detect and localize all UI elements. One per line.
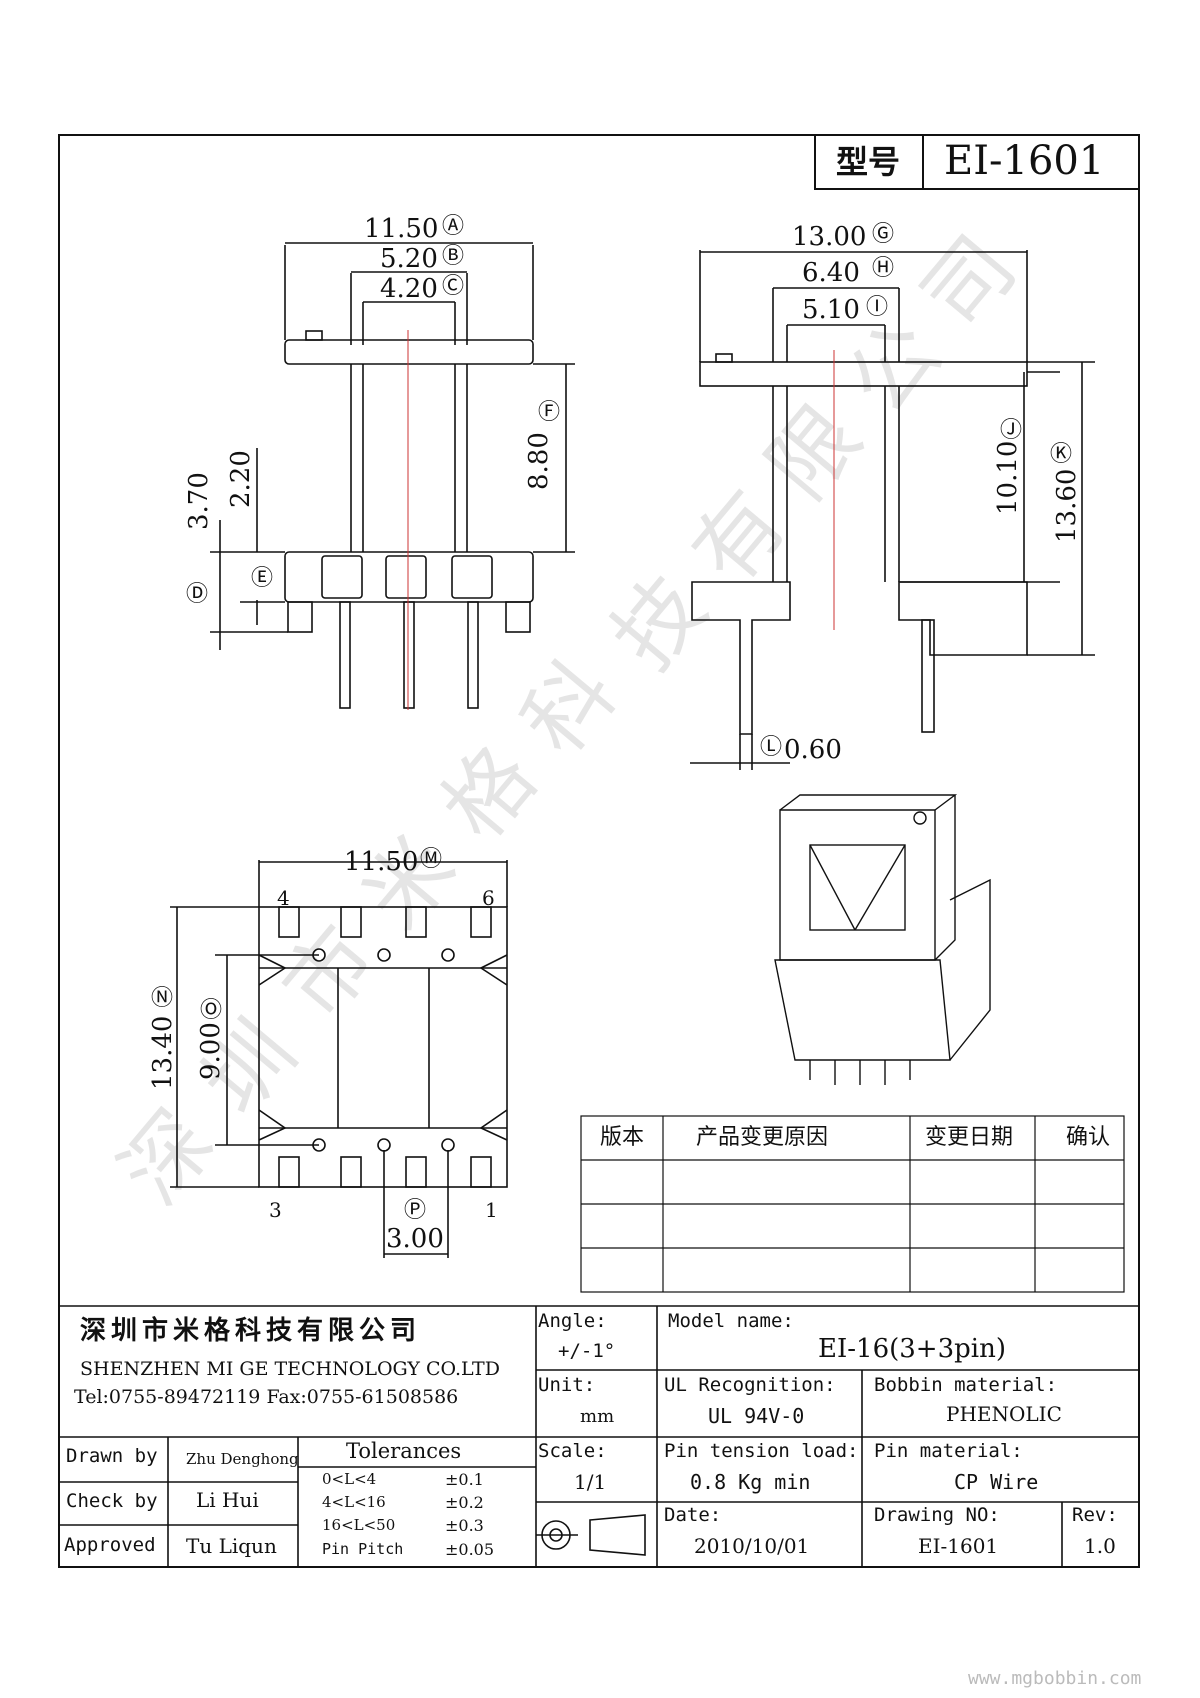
dim-C-value: 4.20	[380, 274, 438, 304]
dim-K-value: 13.60	[1052, 468, 1082, 543]
bottom-view	[170, 860, 508, 1258]
dim-E-letter: Ⓔ	[251, 566, 274, 591]
unit-value: mm	[580, 1406, 615, 1427]
dim-I-letter: Ⓘ	[866, 295, 889, 320]
dim-A-letter: Ⓐ	[442, 214, 465, 239]
side-view	[690, 250, 1095, 770]
rev-header-reason: 产品变更原因	[696, 1125, 829, 1150]
bobbin-material-value: PHENOLIC	[946, 1402, 1062, 1426]
model-name-label: Model name:	[668, 1310, 794, 1332]
pin-material-label: Pin material:	[874, 1440, 1023, 1462]
dim-B-value: 5.20	[380, 244, 438, 274]
drawing-frame	[58, 134, 1140, 1568]
dim-D-letter: Ⓓ	[186, 582, 209, 607]
rev-header-date: 变更日期	[925, 1125, 1014, 1150]
company-name-cn: 深圳市米格科技有限公司	[80, 1316, 422, 1346]
dim-G-value: 13.00	[792, 222, 867, 252]
ul-label: UL Recognition:	[664, 1374, 836, 1396]
dim-B-letter: Ⓑ	[442, 244, 465, 269]
date-value: 2010/10/01	[694, 1534, 810, 1558]
tolerance-range: 0<L<4	[322, 1470, 377, 1488]
revision-table-lines	[580, 1115, 1125, 1293]
approved-label: Approved	[64, 1534, 156, 1556]
dim-H-letter: Ⓗ	[872, 256, 895, 281]
tolerance-range: 4<L<16	[322, 1493, 386, 1511]
pin-material-value: CP Wire	[954, 1470, 1039, 1494]
dim-J-value: 10.10	[993, 440, 1023, 515]
check-by-value: Li Hui	[196, 1488, 259, 1512]
dim-P-value: 3.00	[386, 1224, 444, 1254]
check-by-label: Check by	[66, 1490, 158, 1512]
tolerances-title: Tolerances	[346, 1439, 462, 1463]
pin-3-label: 3	[269, 1198, 282, 1222]
dim-P-letter: Ⓟ	[404, 1198, 427, 1223]
rev-value: 1.0	[1084, 1534, 1116, 1558]
front-view	[210, 242, 575, 710]
dim-C-letter: Ⓒ	[442, 274, 465, 299]
dim-J-letter: Ⓙ	[1000, 418, 1023, 443]
rev-header-confirm: 确认	[1066, 1125, 1111, 1150]
dim-O-letter: Ⓞ	[200, 998, 223, 1023]
pin-6-label: 6	[482, 886, 495, 910]
dim-F-letter: Ⓕ	[538, 400, 561, 425]
drawing-no-value: EI-1601	[918, 1534, 999, 1558]
isometric-view	[774, 794, 991, 1085]
model-name-value: EI-16(3+3pin)	[818, 1334, 1006, 1364]
tolerance-range: Pin Pitch	[322, 1540, 404, 1558]
angle-label: Angle:	[538, 1310, 607, 1332]
ul-value: UL 94V-0	[708, 1404, 805, 1428]
date-label: Date:	[664, 1504, 722, 1526]
drawn-by-value: Zhu Denghong	[186, 1450, 299, 1468]
dim-H-value: 6.40	[802, 258, 860, 288]
dim-N-letter: Ⓝ	[151, 986, 174, 1011]
drawn-by-label: Drawn by	[66, 1445, 158, 1467]
company-contact: Tel:0755-89472119 Fax:0755-61508586	[74, 1386, 459, 1408]
scale-value: 1/1	[574, 1470, 607, 1494]
model-header-divider	[922, 134, 924, 190]
pin-tension-label: Pin tension load:	[664, 1440, 859, 1462]
dim-M-value: 11.50	[344, 847, 419, 877]
bobbin-material-label: Bobbin material:	[874, 1374, 1058, 1396]
company-name-en: SHENZHEN MI GE TECHNOLOGY CO.LTD	[80, 1358, 500, 1380]
scale-label: Scale:	[538, 1440, 607, 1462]
dim-L-value: 0.60	[784, 735, 842, 765]
angle-value: +/-1°	[558, 1340, 616, 1362]
dim-F-value: 8.80	[524, 432, 554, 490]
tolerance-range: 16<L<50	[322, 1516, 396, 1534]
pin-tension-value: 0.8 Kg min	[690, 1470, 811, 1494]
model-header-box	[814, 134, 1140, 190]
dim-2.20-value: 2.20	[226, 450, 256, 508]
dim-G-letter: Ⓖ	[872, 222, 895, 247]
dim-N-value: 13.40	[148, 1015, 178, 1090]
unit-label: Unit:	[538, 1374, 596, 1396]
model-label: 型号	[836, 143, 901, 181]
watermark-url: www.mgbobbin.com	[968, 1668, 1142, 1689]
title-block-lines	[58, 1305, 1140, 1568]
dim-3.70-value: 3.70	[184, 472, 214, 530]
dim-O-value: 9.00	[196, 1022, 226, 1080]
tolerance-value: ±0.2	[445, 1493, 484, 1512]
dim-K-letter: Ⓚ	[1050, 442, 1073, 467]
rev-header-version: 版本	[600, 1125, 645, 1150]
pin-1-label: 1	[485, 1198, 498, 1222]
approved-value: Tu Liqun	[186, 1534, 277, 1558]
drawing-no-label: Drawing NO:	[874, 1504, 1000, 1526]
tolerance-value: ±0.1	[445, 1470, 484, 1489]
dim-L-letter: Ⓛ	[760, 735, 783, 760]
tolerance-value: ±0.05	[445, 1540, 495, 1559]
tolerance-value: ±0.3	[445, 1516, 484, 1535]
dim-A-value: 11.50	[364, 214, 439, 244]
pin-4-label: 4	[277, 886, 290, 910]
model-value: EI-1601	[944, 138, 1105, 184]
dim-M-letter: Ⓜ	[420, 847, 443, 872]
rev-label: Rev:	[1072, 1504, 1118, 1526]
dim-I-value: 5.10	[802, 295, 860, 325]
